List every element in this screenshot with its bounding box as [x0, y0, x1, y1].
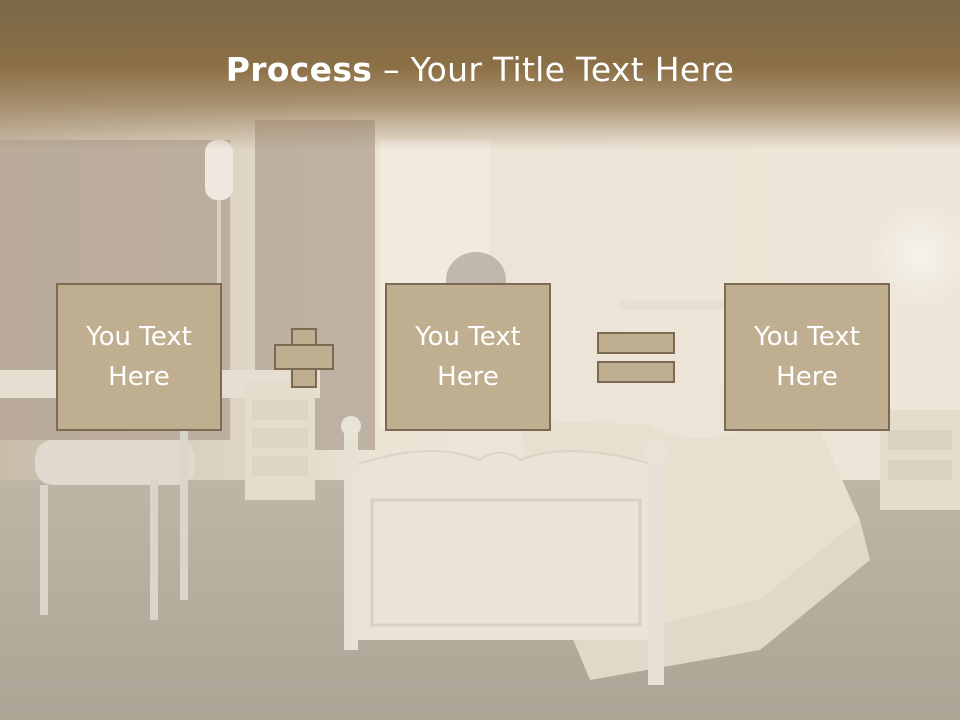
- title-rest: – Your Title Text Here: [372, 50, 735, 89]
- process-box-3-text: You Text Here: [754, 322, 860, 392]
- process-box-1-text: You Text Here: [86, 322, 192, 392]
- equals-icon-bottom-bar: [597, 361, 675, 383]
- plus-icon-center: [293, 346, 315, 368]
- process-box-2[interactable]: You Text Here: [385, 283, 551, 431]
- process-box-2-text: You Text Here: [415, 322, 521, 392]
- process-box-1[interactable]: You Text Here: [56, 283, 222, 431]
- equals-icon-top-bar: [597, 332, 675, 354]
- title-bar: [0, 0, 960, 150]
- slide-title: Process – Your Title Text Here: [0, 50, 960, 89]
- process-box-3[interactable]: You Text Here: [724, 283, 890, 431]
- title-bold: Process: [225, 50, 373, 89]
